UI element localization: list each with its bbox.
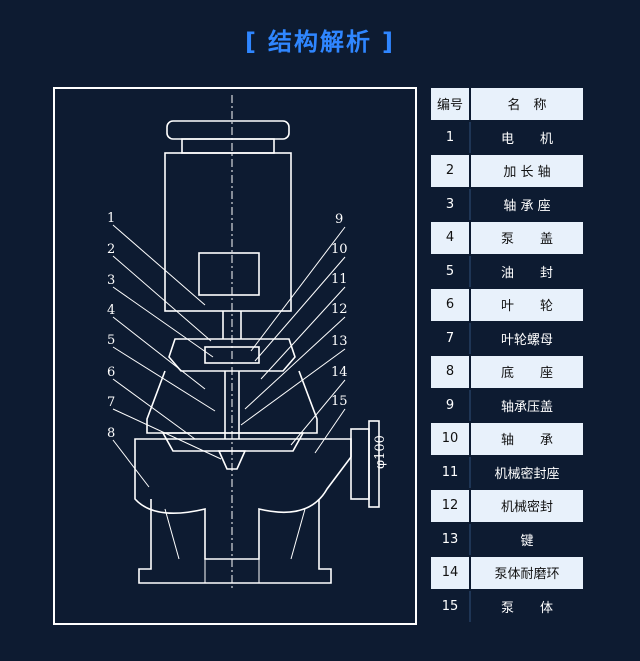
part-name: 机械密封 xyxy=(470,489,583,524)
part-name: 泵体耐磨环 xyxy=(470,556,583,591)
impeller xyxy=(161,432,305,452)
title-bracket-left: [ xyxy=(245,28,258,56)
part-name: 键 xyxy=(470,522,583,557)
header-name: 名 称 xyxy=(470,88,583,122)
motor-cap xyxy=(166,120,290,140)
part-number: 7 xyxy=(431,321,471,356)
part-name: 机械密封座 xyxy=(470,455,583,490)
outlet-pipe xyxy=(350,428,370,500)
title-bracket-right: ] xyxy=(382,28,395,56)
callout-12: 12 xyxy=(331,302,348,317)
part-number: 6 xyxy=(431,288,471,323)
base xyxy=(138,499,332,584)
part-number: 1 xyxy=(431,120,471,155)
pump-structure-drawing: φ100 1 2 3 4 5 6 xyxy=(53,87,417,625)
part-number: 9 xyxy=(431,388,471,423)
flange-dimension: φ100 xyxy=(373,435,388,469)
part-number: 13 xyxy=(431,522,471,557)
part-number: 12 xyxy=(431,489,471,524)
motor-nameplate xyxy=(198,252,260,296)
callout-15: 15 xyxy=(331,394,348,409)
callout-2: 2 xyxy=(107,242,115,257)
part-number: 5 xyxy=(431,254,471,289)
part-name: 电 机 xyxy=(470,120,583,155)
part-name: 泵 盖 xyxy=(470,221,583,256)
title-text: 结构解析 xyxy=(268,28,372,56)
base-ribs xyxy=(164,508,306,583)
callout-13: 13 xyxy=(331,334,348,349)
part-number: 15 xyxy=(431,589,471,624)
part-number: 11 xyxy=(431,455,471,490)
leaders-right xyxy=(240,226,346,454)
callout-3: 3 xyxy=(107,273,115,288)
part-name: 轴 承 xyxy=(470,422,583,457)
part-name: 叶 轮 xyxy=(470,288,583,323)
header-number: 编号 xyxy=(431,88,471,122)
leaders-left xyxy=(112,224,222,488)
callout-5: 5 xyxy=(107,333,115,348)
parts-table-header: 编号 名 称 xyxy=(431,88,583,122)
callout-4: 4 xyxy=(107,303,115,318)
part-number: 3 xyxy=(431,187,471,222)
part-name: 叶轮螺母 xyxy=(470,321,583,356)
callout-1: 1 xyxy=(107,211,115,226)
callout-11: 11 xyxy=(331,272,348,287)
pump-cross-section-svg: φ100 1 2 3 4 5 6 xyxy=(107,95,388,589)
page-title: [ 结构解析] xyxy=(0,22,640,57)
impeller-nut xyxy=(217,450,247,470)
callout-7: 7 xyxy=(107,395,115,410)
callout-8: 8 xyxy=(107,426,115,441)
callout-10: 10 xyxy=(331,242,348,257)
bearing-seat xyxy=(168,338,296,372)
part-name: 轴承压盖 xyxy=(470,388,583,423)
part-number: 2 xyxy=(431,154,471,189)
part-name: 底 座 xyxy=(470,355,583,390)
motor-cap-base xyxy=(181,138,275,154)
part-name: 油 封 xyxy=(470,254,583,289)
callout-14: 14 xyxy=(331,365,348,380)
callout-9: 9 xyxy=(335,212,343,227)
part-number: 10 xyxy=(431,422,471,457)
callout-6: 6 xyxy=(107,365,115,380)
part-number: 4 xyxy=(431,221,471,256)
part-name: 轴 承 座 xyxy=(470,187,583,222)
part-name: 加 长 轴 xyxy=(470,154,583,189)
part-number: 14 xyxy=(431,556,471,591)
outlet-flange xyxy=(368,420,380,508)
motor-body xyxy=(164,152,292,312)
bearing-block xyxy=(204,346,260,364)
part-number: 8 xyxy=(431,355,471,390)
part-name: 泵 体 xyxy=(470,589,583,624)
